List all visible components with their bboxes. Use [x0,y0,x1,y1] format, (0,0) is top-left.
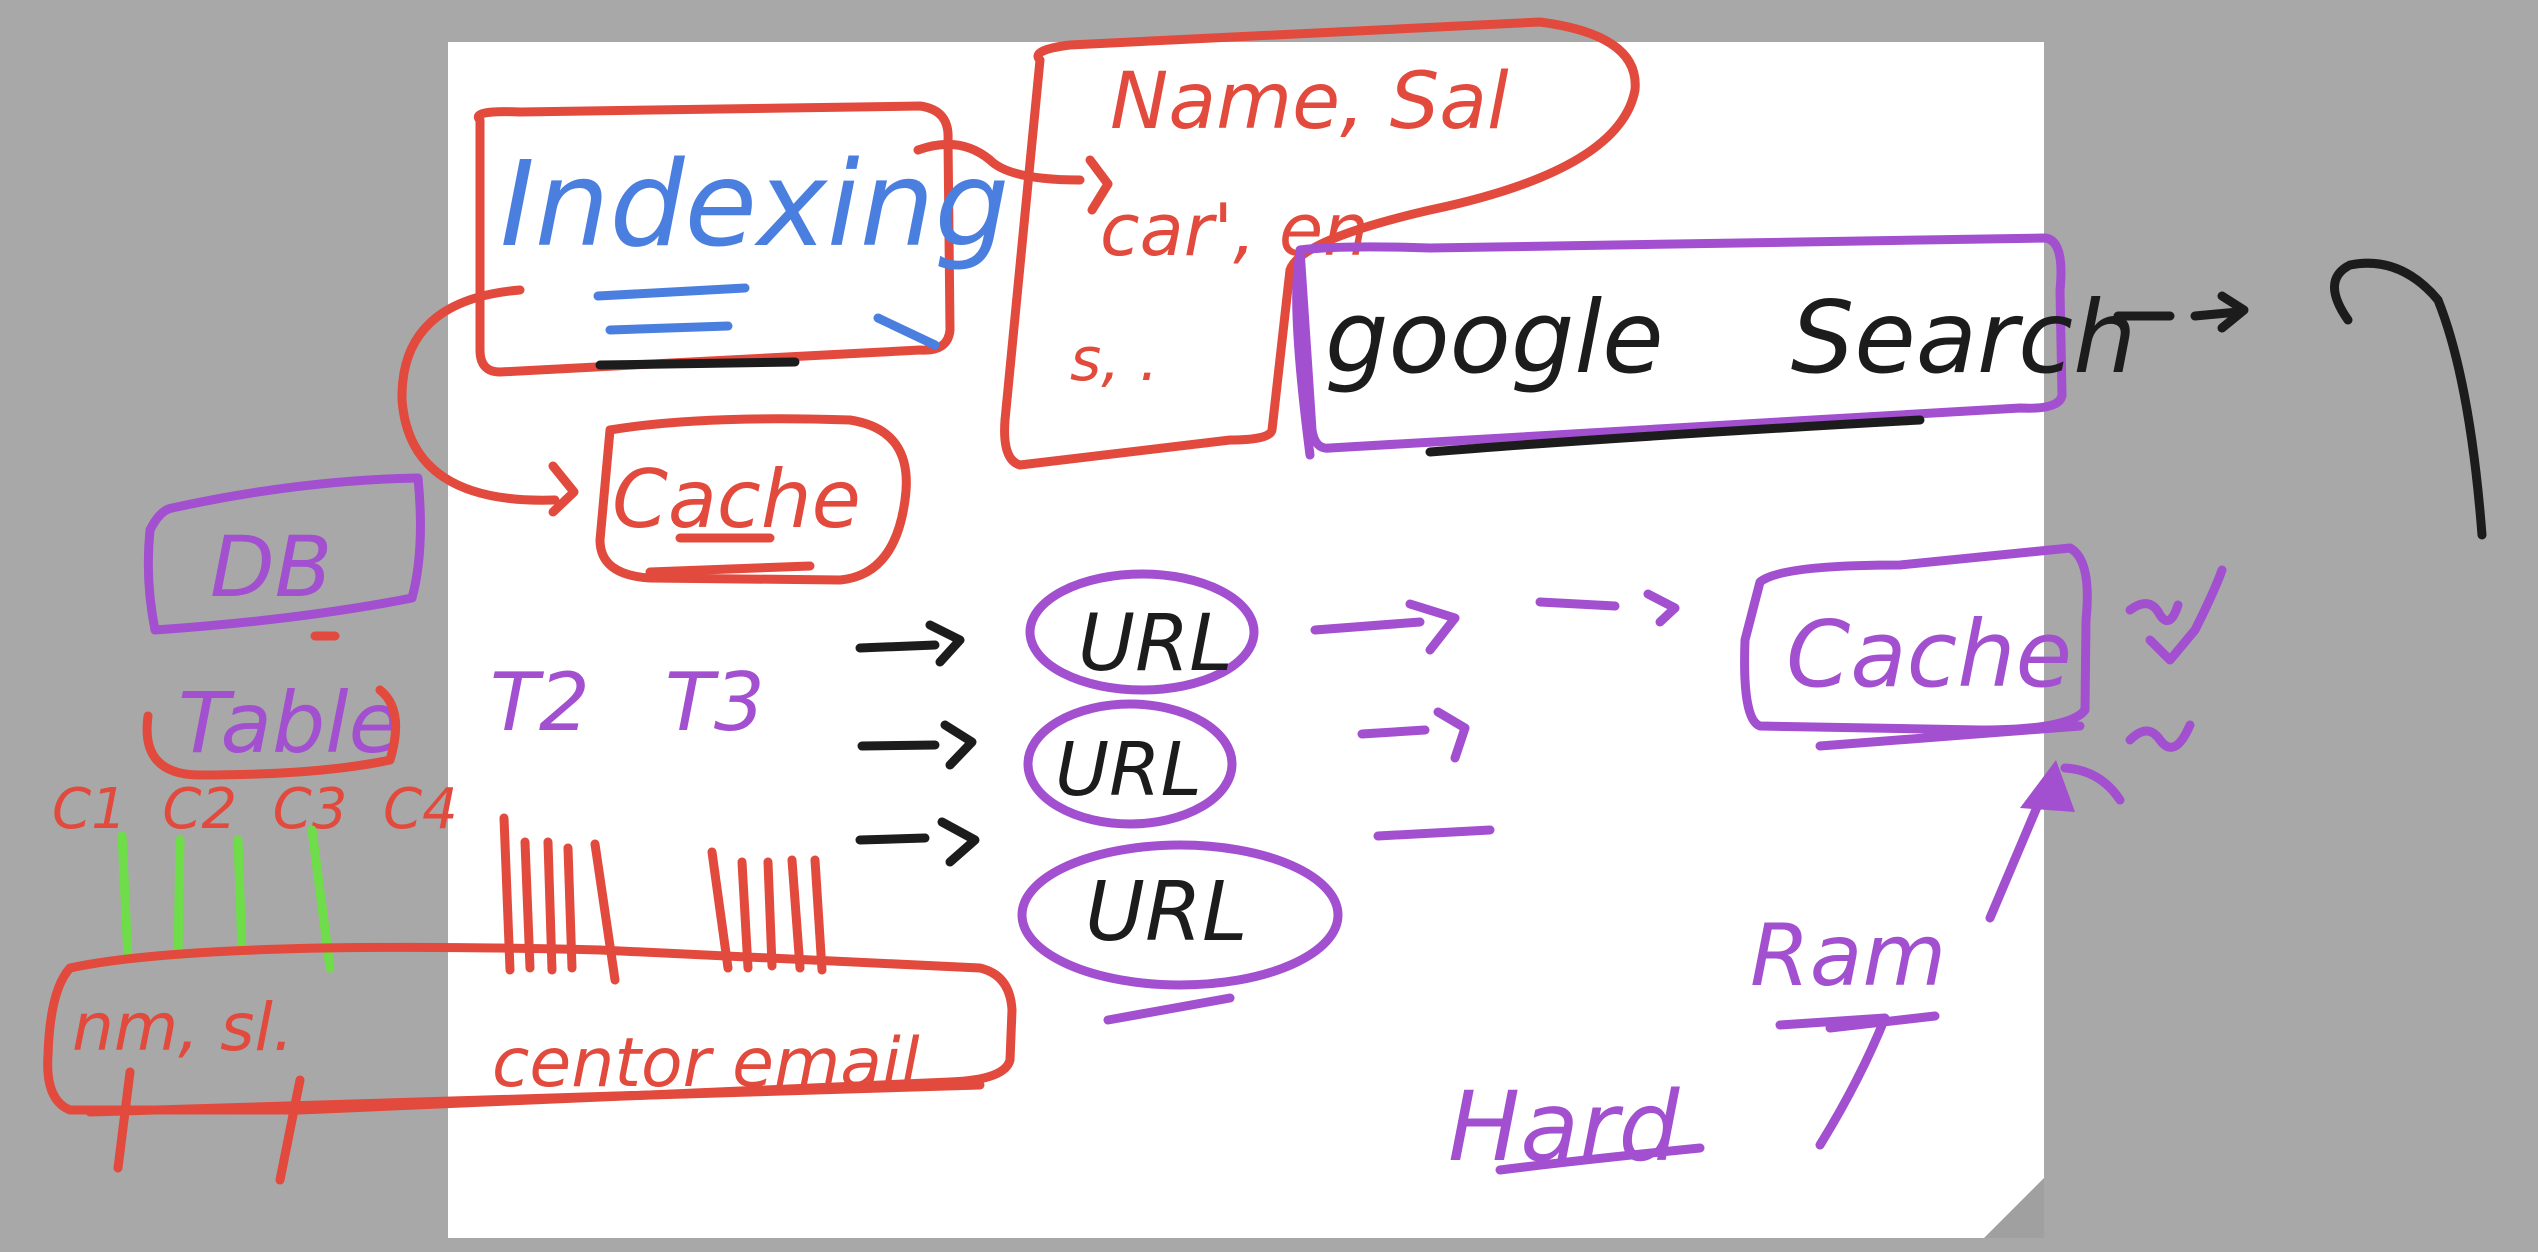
google-search-text: google Search [1325,279,2137,396]
ram-to-cache-arrow-head [2020,760,2075,812]
ram-to-cache-arrow-tail [2060,763,2125,805]
fields-text-2: car', en [1100,188,1369,272]
ram-hard-group: Ram Hard [1448,760,2125,1183]
indexing-base-line [595,357,800,370]
cache-purple-underline [1815,721,2085,751]
t3-text: T3 [665,656,765,749]
table-text: Table [178,674,400,772]
url-3-underline [1103,993,1235,1025]
url-1-group: URL [1025,569,1259,695]
indexing-to-cache-arrow [548,461,579,517]
url-1-oval [1025,569,1259,695]
fields-text-1: Name, Sal [1110,57,1509,147]
row-leg-2 [275,1075,305,1185]
row-leg-1 [113,1067,135,1173]
url-2-text: URL [1055,727,1202,813]
t2-text: T2 [490,656,590,749]
indexing-text: Indexing [500,135,1009,273]
squiggle-1 [2125,599,2183,625]
google-search-inner-stroke [1292,250,1315,460]
t-to-url-arrows [855,620,980,867]
cache-purple-box [1740,543,2092,735]
google-search-underline [1425,415,1925,457]
db-group: DB Table C1 C2 C3 C4 [52,473,458,842]
row-values-text: nm, sl. [72,989,294,1066]
url-3-text: URL [1085,865,1248,960]
search-return-curve [2330,258,2487,540]
hard-to-ram-arrow-bar [1825,1011,1940,1033]
indexing-tick [873,313,940,350]
cache-purple-group: Cache [1740,543,2092,751]
cache-red-underline-2 [645,561,815,577]
squiggle-3 [2125,720,2195,752]
column-line-1 [117,831,133,963]
indexing-group: Indexing [473,101,1009,377]
columns-text: C1 C2 C3 C4 [52,777,458,842]
cache-red-text: Cache [612,453,861,546]
cache-purple-text: Cache [1786,601,2072,708]
fields-box [1000,17,1640,470]
db-text: DB [210,518,332,616]
url-2-group: URL [1023,699,1237,829]
ram-text: Ram [1750,906,1946,1006]
indexing-underline-2 [605,321,733,335]
table-underline [142,685,401,780]
column-line-3 [233,835,247,957]
url-1-text: URL [1078,599,1233,689]
fields-arrow [1085,155,1113,215]
search-out-arrow-head [2217,291,2249,333]
column-line-2 [173,835,185,960]
ram-to-cache-arrow [1985,795,2045,923]
google-search-box [1295,233,2067,453]
search-out-arrow-line [2113,307,2243,321]
indexing-to-cache-loop [397,285,560,505]
tally-marks-1 [499,813,620,985]
cache-red-group: Cache [595,414,911,585]
indexing-to-fields-connector [913,139,1085,185]
row-group: nm, sl. centor email [43,942,1017,1185]
cache-red-box [595,414,911,585]
fields-text-3: s, . [1070,325,1158,395]
db-box [143,473,425,635]
url-to-cache-arrows [1310,589,1680,841]
url-2-oval [1023,699,1237,829]
row-box [43,942,1017,1115]
row-bottom-line [85,1080,985,1117]
fields-group: Name, Sal car', en s, . [913,17,1640,470]
page-corner-fold[interactable] [1984,1178,2044,1238]
indexing-underline-1 [593,283,750,301]
hard-underline [1495,1143,1705,1175]
url-3-group: URL [1017,840,1343,1025]
tally-marks-2 [707,847,827,975]
url-3-oval [1017,840,1343,990]
google-search-group: google Search [1292,233,2137,460]
squiggle-2 [2145,565,2227,665]
indexing-box [473,101,955,377]
